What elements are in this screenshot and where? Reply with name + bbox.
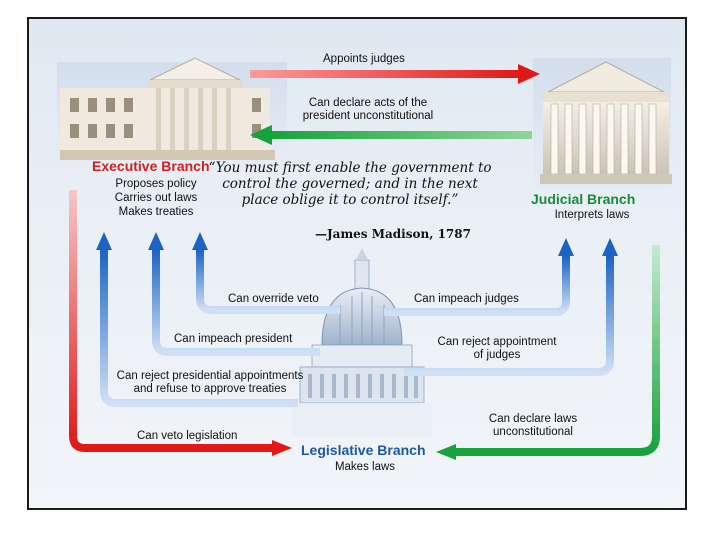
judicial-branch-duties: Interprets laws: [540, 208, 644, 222]
declare-acts-unconstitutional-label: Can declare acts of the president uncons…: [298, 97, 438, 123]
reject-appointments-arrow: [96, 232, 298, 407]
override-veto-arrow: [192, 232, 340, 314]
reject-appointments-label: Can reject presidential appointments and…: [112, 370, 308, 396]
declare-laws-line: unconstitutional: [493, 426, 573, 438]
legislative-duty: Makes laws: [334, 461, 396, 473]
supreme-court-image: [533, 58, 672, 188]
quote-attribution: —James Madison, 1787: [315, 227, 471, 241]
declare-laws-unconstitutional-label: Can declare laws unconstitutional: [478, 413, 588, 439]
declare-acts-line: Can declare acts of the: [308, 97, 428, 109]
veto-legislation-label: Can veto legislation: [137, 430, 238, 442]
impeach-judges-arrow: [384, 238, 574, 316]
executive-branch-duties: Proposes policy Carries out laws Makes t…: [96, 177, 216, 219]
veto-legislation-arrow: [69, 190, 292, 456]
executive-duty: Carries out laws: [114, 192, 198, 204]
impeach-judges-label: Can impeach judges: [414, 293, 519, 305]
declare-laws-unconstitutional-arrow: [436, 245, 660, 460]
declare-acts-line: president unconstitutional: [302, 110, 434, 122]
reject-judges-line: of judges: [473, 349, 521, 361]
appoints-judges-label: Appoints judges: [323, 53, 405, 65]
reject-appointment-judges-arrow: [404, 238, 618, 376]
declare-laws-line: Can declare laws: [488, 413, 578, 425]
judicial-duty: Interprets laws: [554, 209, 630, 221]
override-veto-label: Can override veto: [228, 293, 319, 305]
declare-acts-unconstitutional-arrow: [250, 125, 532, 145]
reject-appointment-judges-label: Can reject appointment of judges: [432, 336, 562, 362]
judicial-branch-title: Judicial Branch: [531, 191, 636, 207]
white-house-image: [57, 57, 287, 162]
reject-appointments-line: and refuse to approve treaties: [133, 383, 287, 395]
madison-quote: “You must first enable the government to…: [208, 160, 492, 208]
capitol-image: [292, 248, 432, 437]
impeach-president-arrow: [148, 232, 320, 356]
appoints-judges-arrow: [250, 64, 540, 84]
legislative-branch-duties: Makes laws: [330, 460, 400, 474]
impeach-president-label: Can impeach president: [174, 333, 293, 345]
reject-judges-line: Can reject appointment: [437, 336, 557, 348]
reject-appointments-line: Can reject presidential appointments: [116, 370, 304, 382]
executive-branch-title: Executive Branch: [92, 158, 210, 174]
executive-duty: Proposes policy: [115, 178, 197, 190]
executive-duty: Makes treaties: [118, 206, 194, 218]
legislative-branch-title: Legislative Branch: [301, 442, 426, 458]
